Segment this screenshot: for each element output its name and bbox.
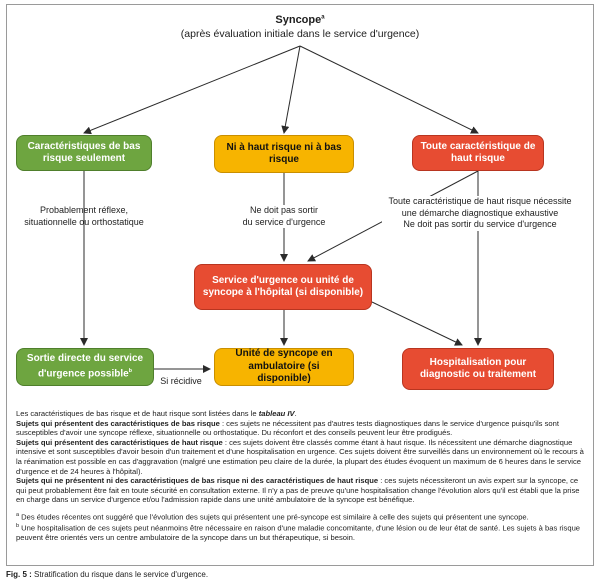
footnote-b-mark: b [16, 523, 20, 530]
notes-neither-risk-heading: Sujets qui ne présentent ni des caractér… [16, 476, 379, 486]
arrow-syncope-to-neither [281, 45, 301, 134]
title-main: Syncope [275, 13, 322, 26]
node-direct-discharge-label: Sortie directe du service d'urgence poss… [23, 353, 147, 381]
node-outpatient-unit: Unité de syncope en ambulatoire (si disp… [214, 348, 354, 386]
figure-caption-text: Stratification du risque dans le service… [31, 570, 209, 579]
high-risk-annotation: Toute caractéristique de haut risque néc… [382, 196, 578, 231]
footnote-a: a Des études récentes ont suggéré que l'… [16, 511, 588, 522]
figure-caption-label: Fig. 5 : [6, 570, 32, 579]
notes-intro-end: . [294, 409, 297, 418]
diagram-title: Syncopea (après évaluation initiale dans… [150, 10, 450, 41]
notes-low-risk-text: : ces sujets ne nécessitent pas d'autres… [16, 418, 559, 438]
title-footnote-mark: a [321, 14, 325, 20]
node-direct-discharge-text: Sortie directe du service d'urgence poss… [26, 352, 144, 380]
node-direct-discharge-footnote-mark: b [128, 368, 133, 375]
notes-intro-table-ref: tableau IV [258, 409, 295, 418]
arrow-er-to-hospital [371, 301, 463, 346]
footnote-a-text: Des études récentes ont suggéré que l'év… [19, 512, 529, 522]
notes-block: Les caractéristiques de bas risque et de… [16, 409, 588, 543]
footnote-b-text: Une hospitalisation de ces sujets peut n… [16, 523, 581, 543]
node-outpatient-unit-label: Unité de syncope en ambulatoire (si disp… [235, 348, 333, 385]
arrow-syncope-to-high [299, 45, 479, 134]
node-direct-discharge: Sortie directe du service d'urgence poss… [16, 348, 154, 386]
notes-intro: Les caractéristiques de bas risque et de… [16, 409, 588, 419]
node-hospitalisation: Hospitalisation pour diagnostic ou trait… [402, 348, 554, 390]
node-high-risk-label: Toute caractéristique de haut risque [420, 140, 536, 165]
node-er-syncope-unit: Service d'urgence ou unité de syncope à … [194, 264, 372, 310]
notes-high-risk: Sujets qui présentent des caractéristiqu… [16, 438, 588, 476]
notes-intro-text: Les caractéristiques de bas risque et de… [16, 409, 259, 418]
neither-risk-annotation-line-2: du service d'urgence [242, 216, 326, 227]
notes-low-risk: Sujets qui présentent des caractéristiqu… [16, 419, 588, 438]
high-risk-annotation-line-2: une démarche diagnostique exhaustive [401, 207, 559, 218]
footnote-b: b Une hospitalisation de ces sujets peut… [16, 522, 588, 543]
high-risk-annotation-line-1: Toute caractéristique de haut risque néc… [388, 196, 572, 206]
notes-low-risk-heading: Sujets qui présentent des caractéristiqu… [16, 418, 220, 428]
notes-high-risk-heading: Sujets qui présentent des caractéristiqu… [16, 437, 223, 447]
title-subtitle: (après évaluation initiale dans le servi… [180, 27, 420, 40]
low-risk-annotation: Probablement réflexe, situationnelle ou … [16, 205, 152, 228]
node-er-syncope-unit-label: Service d'urgence ou unité de syncope à … [202, 274, 364, 299]
recurrence-label: Si récidive [160, 376, 202, 386]
node-high-risk: Toute caractéristique de haut risque [412, 135, 544, 171]
figure-caption: Fig. 5 : Stratification du risque dans l… [6, 570, 208, 579]
notes-high-risk-text: : ces sujets doivent être classés comme … [16, 437, 584, 476]
high-risk-annotation-line-3: Ne doit pas sortir du service d'urgence [403, 219, 557, 229]
arrow-syncope-to-low [83, 45, 301, 135]
node-neither-risk: Ni à haut risque ni à bas risque [214, 135, 354, 173]
node-low-risk: Caractéristiques de bas risque seulement [16, 135, 152, 171]
low-risk-annotation-line-2: situationnelle ou orthostatique [24, 216, 144, 227]
figure-frame [6, 4, 594, 566]
node-hospitalisation-label: Hospitalisation pour diagnostic ou trait… [419, 356, 537, 381]
node-low-risk-label: Caractéristiques de bas risque seulement [27, 140, 141, 165]
node-neither-risk-label: Ni à haut risque ni à bas risque [226, 141, 342, 166]
low-risk-annotation-line-1: Probablement réflexe, [39, 205, 129, 215]
footnote-a-mark: a [16, 511, 20, 518]
neither-risk-annotation-line-1: Ne doit pas sortir [249, 205, 319, 215]
notes-neither-risk-text: : ces sujets nécessiteront un avis exper… [16, 476, 580, 505]
notes-neither-risk: Sujets qui ne présentent ni des caractér… [16, 476, 588, 505]
neither-risk-annotation: Ne doit pas sortir du service d'urgence [222, 205, 346, 228]
